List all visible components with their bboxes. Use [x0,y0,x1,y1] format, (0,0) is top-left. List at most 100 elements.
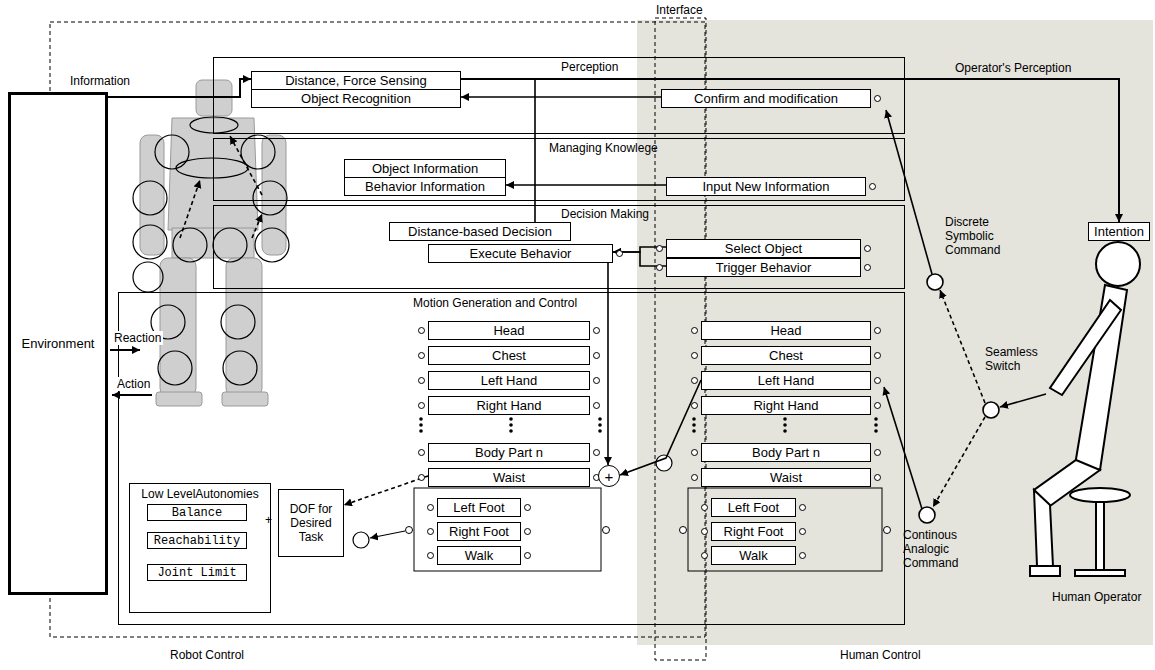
box-label: Left Hand [481,373,537,388]
port-circle [691,352,698,359]
module-box: Chest [701,346,871,365]
ellipsis-dots [419,417,878,433]
switch-label: Seamless Switch [985,345,1047,373]
joint-circles [241,135,275,169]
foot-group-boxes [414,488,601,571]
port-circle [593,327,600,334]
command-switch [1000,394,1046,407]
module-box: Body Part n [701,443,871,462]
box-label: Execute Behavior [470,246,572,261]
box-label: Input New Information [702,179,829,194]
joint-circles [223,351,257,385]
dof-junction [353,455,672,548]
port-circle [864,245,871,252]
layer-band: Managing KnowlegeObject InformationBehav… [213,138,905,201]
connector-label: Operator's Perception [955,61,1071,75]
ellipsis-dots [692,417,696,421]
module-box: Body Part n [428,443,590,462]
port-circle [427,528,434,535]
flow-label: Action [115,377,152,391]
port-circle [593,449,600,456]
joint-circles [213,228,247,262]
box-label: Environment [22,336,95,351]
module-box: Waist [428,468,590,487]
command-switch [884,387,922,509]
module-box: Head [701,321,871,340]
port-circle [799,552,806,559]
ellipsis-dots [509,429,513,433]
layer-band: PerceptionDistance, Force SensingObject … [213,57,905,134]
robot-dashed-arrows [252,214,262,238]
human-control-region [637,20,1153,645]
connector-arrow [461,96,661,98]
robot-illustration [140,135,164,255]
module-box: Distance-based Decision [389,222,571,241]
module-box: Left Hand [428,371,590,390]
joint-circles [133,225,167,259]
operator-figure [1030,242,1140,576]
ellipsis-dots [692,429,696,433]
box-label: Left Foot [728,500,779,515]
port-circle [593,377,600,384]
module-box: Left Foot [437,498,521,517]
band-title: Perception [561,60,618,74]
port-circle [524,504,531,511]
environment-box: Environment [8,92,108,595]
box-label: Body Part n [475,445,543,460]
box-label: Head [493,323,524,338]
figure-label: Human Operator [1050,590,1143,604]
robot-illustration [226,258,262,396]
joint-circles [133,181,167,215]
module-box: Head [428,321,590,340]
joint-circles [255,228,289,262]
port-circle [656,264,663,271]
command-switch [940,290,985,403]
box-label: Balance [172,506,222,520]
command-switch [933,417,985,507]
box-label: Head [770,323,801,338]
box-label: Right Hand [753,398,818,413]
autonomy-box: Joint Limit [147,564,247,581]
port-circle [864,264,871,271]
box-label: Behavior Information [365,179,485,194]
group-ports [603,527,610,534]
port-circle [418,327,425,334]
human-control-region [637,20,1153,645]
operator-figure [1034,490,1053,566]
port-circle [418,352,425,359]
port-circle [418,377,425,384]
region-label: Interface [656,3,703,17]
ellipsis-dots [692,423,696,427]
port-circle [701,528,708,535]
box-label: Left Foot [453,500,504,515]
port-circle [524,528,531,535]
joint-circles [133,262,163,292]
robot-illustration [156,392,202,406]
module-box: Right Foot [711,522,796,541]
ellipsis-dots [419,429,423,433]
ellipsis-dots [874,423,878,427]
box-label: Walk [465,548,493,563]
robot-dashed-arrows [230,136,262,195]
box-label: Walk [739,548,767,563]
ellipsis-dots [419,417,423,421]
robot-illustration [222,392,268,406]
dof-junction [656,455,672,471]
port-circle [616,250,623,257]
command-label: Continous Analogic Command [903,528,1003,570]
reaction-action-arrows [110,349,140,351]
operator-figure [1096,502,1104,570]
sum-sign: + [265,513,272,527]
module-box: Object Recognition [251,89,461,108]
port-circle [524,552,531,559]
port-circle [799,504,806,511]
port-circle [799,528,806,535]
connector-label: Information [70,74,130,88]
port-circle [427,552,434,559]
box-label: Chest [492,348,526,363]
box-label: Object Information [372,161,478,176]
dof-junction [353,532,369,548]
connector-arrow [506,184,666,186]
